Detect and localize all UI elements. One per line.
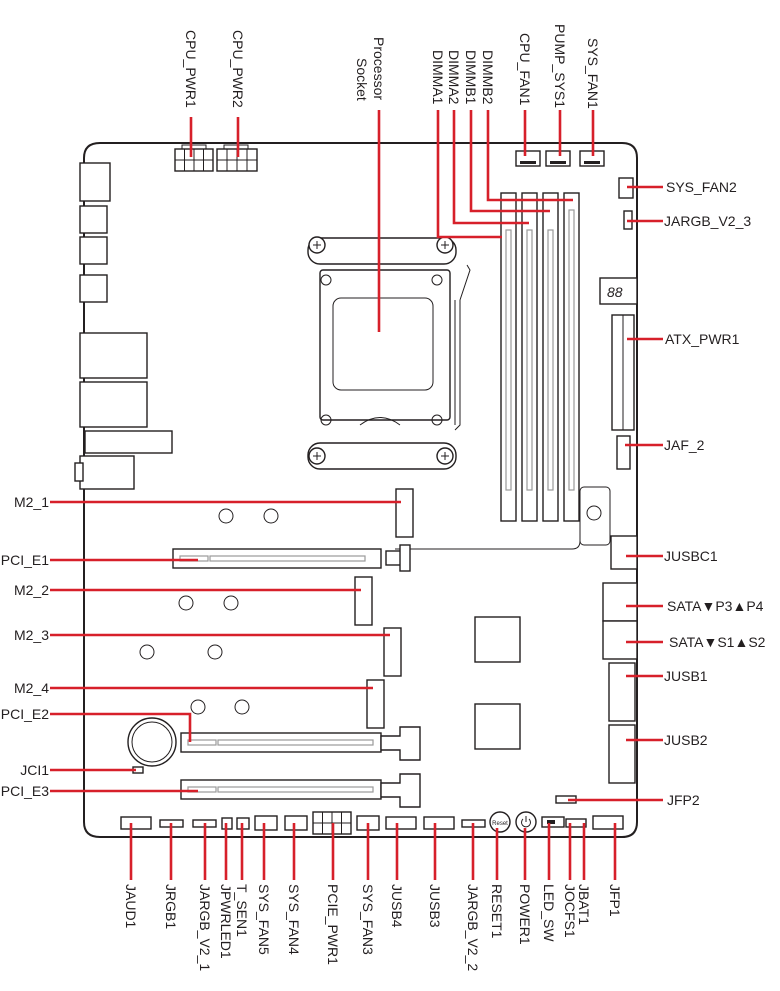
leader-lines — [50, 110, 663, 880]
label-dimma1: DIMMA1 — [430, 50, 446, 105]
label-pci-e3: PCI_E3 — [1, 783, 49, 799]
label-jusb4: JUSB4 — [389, 884, 405, 928]
jfp1-header — [592, 815, 624, 830]
label-power1: POWER1 — [517, 884, 533, 945]
label-processor-socket-line1: Processor — [371, 37, 387, 100]
label-jci1: JCI1 — [20, 762, 49, 778]
dimm-slots — [395, 192, 611, 550]
board-outline — [83, 142, 638, 838]
label-m2-3: M2_3 — [14, 627, 49, 643]
pci-e2-slot — [180, 726, 421, 761]
label-cpu-pwr1: CPU_PWR1 — [183, 30, 199, 108]
jaf-2-header — [616, 435, 631, 470]
power-icon — [521, 816, 531, 828]
label-m2-4: M2_4 — [14, 680, 49, 696]
sata-connectors — [602, 582, 638, 660]
label-jusb3: JUSB3 — [427, 884, 443, 928]
rear-io — [74, 162, 173, 490]
label-reset1: RESET1 — [489, 884, 505, 939]
chipset-2 — [474, 703, 521, 750]
jusb1-connector — [608, 662, 636, 722]
label-dimmb1: DIMMB1 — [463, 50, 479, 105]
atx-pwr1-connector — [611, 314, 635, 431]
label-jpwrled1: JPWRLED1 — [218, 884, 234, 959]
label-dimmb2: DIMMB2 — [480, 50, 496, 105]
label-sys-fan4: SYS_FAN4 — [286, 884, 302, 955]
label-cpu-fan1: CPU_FAN1 — [517, 33, 533, 106]
label-jargb-v2-1: JARGB_V2_1 — [197, 884, 213, 971]
pci-e1-slot — [172, 544, 411, 572]
label-jbat1: JBAT1 — [576, 884, 592, 925]
right-labels: SYS_FAN2 JARGB_V2_3 ATX_PWR1 JAF_2 JUSBC… — [664, 179, 766, 808]
bottom-labels: JAUD1 JRGB1 JARGB_V2_1 JPWRLED1 T_SEN1 S… — [123, 884, 623, 971]
label-sys-fan5: SYS_FAN5 — [256, 884, 272, 955]
label-jaf-2: JAF_2 — [664, 437, 705, 453]
label-jargb-v2-2: JARGB_V2_2 — [465, 884, 481, 971]
label-pci-e2: PCI_E2 — [1, 706, 49, 722]
processor-socket — [307, 236, 471, 470]
label-sys-fan3: SYS_FAN3 — [360, 884, 376, 955]
label-processor-socket-line2: Socket — [354, 58, 370, 101]
cpu-fan1-header — [515, 150, 541, 167]
label-atx-pwr1: ATX_PWR1 — [665, 331, 740, 347]
top-labels: CPU_PWR1 CPU_PWR2 Processor Socket DIMMA… — [183, 24, 601, 109]
chipset-1 — [474, 616, 521, 663]
label-sata-s1-s2: SATA▼S1▲S2 — [669, 634, 766, 650]
label-cpu-pwr2: CPU_PWR2 — [230, 30, 246, 108]
label-sys-fan1: SYS_FAN1 — [585, 38, 601, 109]
debug-led-display: 88 — [599, 277, 638, 305]
label-m2-1: M2_1 — [14, 494, 49, 510]
label-jusb1: JUSB1 — [664, 668, 708, 684]
jusbc1-connector — [610, 535, 638, 570]
label-t-sen1: T_SEN1 — [234, 884, 250, 937]
label-dimma2: DIMMA2 — [446, 50, 462, 105]
label-jrgb1: JRGB1 — [163, 884, 179, 929]
label-jusbc1: JUSBC1 — [664, 548, 718, 564]
pump-sys1-header — [545, 150, 571, 167]
pci-e3-slot — [180, 773, 421, 808]
label-sys-fan2: SYS_FAN2 — [666, 179, 737, 195]
label-m2-2: M2_2 — [14, 582, 49, 598]
jusb2-connector — [608, 724, 636, 784]
label-jocfs1: JOCFS1 — [562, 884, 578, 938]
left-labels: M2_1 PCI_E1 M2_2 M2_3 M2_4 PCI_E2 JCI1 P… — [1, 494, 49, 799]
reset-button[interactable]: Reset — [489, 811, 511, 833]
label-led-sw: LED_SW — [541, 884, 557, 942]
label-jargb-v2-3: JARGB_V2_3 — [664, 213, 751, 229]
cpu-pwr1-connector — [174, 144, 214, 172]
led-sw-switch[interactable] — [541, 816, 565, 828]
label-pump-sys1: PUMP_SYS1 — [552, 24, 568, 108]
label-sata-p3-p4: SATA▼P3▲P4 — [667, 598, 764, 614]
reset-button-label: Reset — [492, 821, 508, 827]
label-jfp2: JFP2 — [667, 792, 700, 808]
label-jaud1: JAUD1 — [123, 884, 139, 929]
label-pcie-pwr1: PCIE_PWR1 — [325, 884, 341, 965]
label-jusb2: JUSB2 — [664, 732, 708, 748]
cpu-pwr2-connector — [216, 144, 258, 172]
jocfs1-jbat1-headers — [565, 818, 587, 828]
debug-led-value: 88 — [607, 284, 623, 300]
label-jfp1: JFP1 — [607, 884, 623, 917]
label-pci-e1: PCI_E1 — [1, 552, 49, 568]
